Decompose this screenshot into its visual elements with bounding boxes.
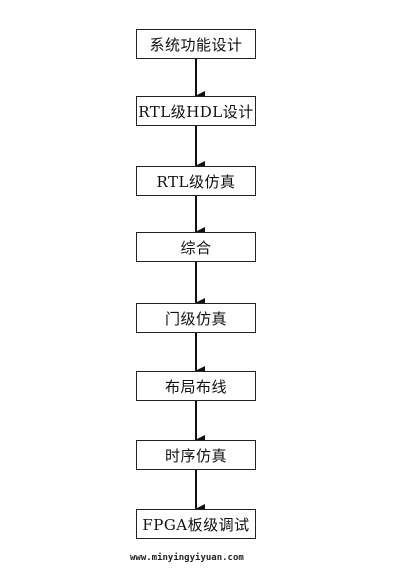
- step-synthesis: 综合: [136, 232, 256, 262]
- watermark-text: www.minyingyiyuan.com: [130, 553, 244, 563]
- step-timing-simulation: 时序仿真: [136, 440, 256, 470]
- step-place-and-route: 布局布线: [136, 371, 256, 401]
- step-system-function-design: 系统功能设计: [136, 29, 256, 59]
- step-rtl-hdl-design: RTL级HDL设计: [136, 96, 256, 126]
- step-fpga-board-debug: FPGA板级调试: [136, 509, 256, 539]
- step-rtl-simulation: RTL级仿真: [136, 166, 256, 196]
- step-gate-level-simulation: 门级仿真: [136, 303, 256, 333]
